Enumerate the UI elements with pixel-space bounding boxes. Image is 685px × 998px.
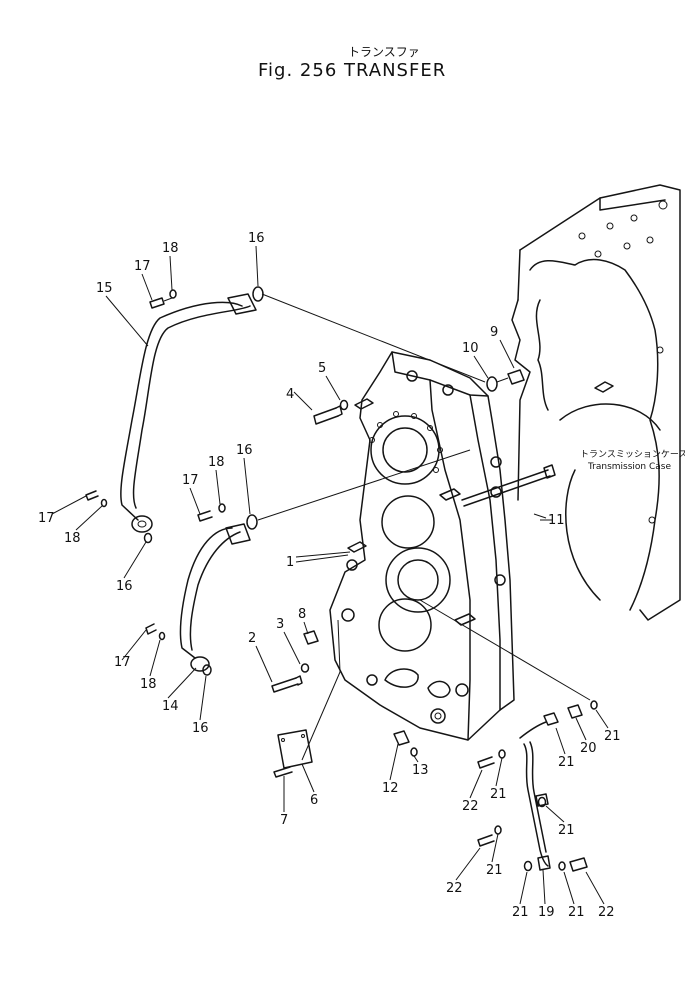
callout-21-b: 21 (558, 755, 575, 770)
callout-18-left: 18 (64, 531, 81, 546)
callout-17-lower: 17 (114, 655, 131, 670)
callout-16-top: 16 (248, 231, 265, 246)
callout-22-a: 22 (462, 799, 479, 814)
callout-19: 19 (538, 905, 555, 920)
callout-6: 6 (310, 793, 318, 808)
callout-1: 1 (286, 555, 294, 570)
transmission-case-label-en: Transmission Case (587, 462, 671, 472)
cover-plate (277, 619, 341, 769)
callout-17-left: 17 (38, 511, 55, 526)
callout-21-g: 21 (568, 905, 585, 920)
callout-12: 12 (382, 781, 399, 796)
callout-3: 3 (276, 617, 284, 632)
callout-7: 7 (280, 813, 288, 828)
callout-10: 10 (462, 341, 479, 356)
callout-13: 13 (412, 763, 429, 778)
callout-17-mid: 17 (182, 473, 199, 488)
oil-pipe-upper (120, 293, 257, 533)
callout-21-d: 21 (558, 823, 575, 838)
callout-18-mid: 18 (208, 455, 225, 470)
leader-lines (257, 293, 591, 701)
callouts: 4 5 9 10 11 1 2 3 8 6 7 12 13 14 15 16 1… (38, 231, 621, 920)
callout-21-c: 21 (490, 787, 507, 802)
callout-22-c: 22 (598, 905, 615, 920)
callout-21-a: 21 (604, 729, 621, 744)
callout-20: 20 (580, 741, 597, 756)
callout-18-lower: 18 (140, 677, 157, 692)
callout-2: 2 (248, 631, 256, 646)
callout-14: 14 (162, 699, 179, 714)
callout-leaders (51, 245, 609, 905)
figure-title: トランスファ Fig. 256 TRANSFER (258, 45, 446, 81)
callout-16-left: 16 (116, 579, 133, 594)
title-en: Fig. 256 TRANSFER (258, 60, 446, 81)
fasteners (85, 286, 598, 872)
callout-5: 5 (318, 361, 326, 376)
title-jp: トランスファ (348, 45, 420, 59)
callout-22-b: 22 (446, 881, 463, 896)
callout-8: 8 (298, 607, 306, 622)
oil-pipe-lower (179, 523, 251, 672)
callout-16-lower: 16 (192, 721, 209, 736)
transfer-housing (329, 351, 515, 741)
callout-4: 4 (286, 387, 294, 402)
callout-21-f: 21 (512, 905, 529, 920)
callout-15: 15 (96, 281, 113, 296)
transmission-case-label-jp: トランスミッションケース (580, 449, 685, 460)
callout-9: 9 (490, 325, 498, 340)
transmission-case: トランスミッションケース Transmission Case (511, 184, 685, 621)
callout-21-e: 21 (486, 863, 503, 878)
callout-11: 11 (548, 513, 565, 528)
callout-18-top: 18 (162, 241, 179, 256)
callout-16-mid: 16 (236, 443, 253, 458)
callout-17-top: 17 (134, 259, 151, 274)
